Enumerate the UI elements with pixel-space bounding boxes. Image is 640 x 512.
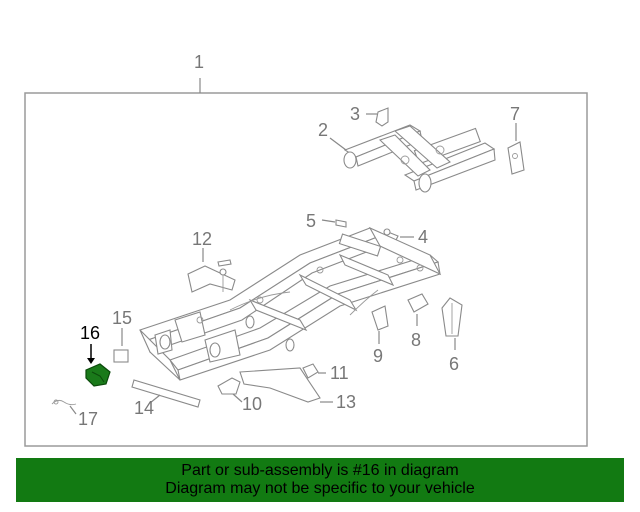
diagram-frame xyxy=(24,92,588,447)
arrow-head-16 xyxy=(87,358,95,364)
callout-7[interactable]: 7 xyxy=(510,104,520,124)
clip-17 xyxy=(51,399,77,406)
mount-7 xyxy=(507,141,525,175)
bolt-5 xyxy=(335,219,347,228)
callout-13[interactable]: 13 xyxy=(336,392,356,412)
nut-11 xyxy=(302,363,319,379)
callout-10[interactable]: 10 xyxy=(242,394,262,414)
tube-14 xyxy=(131,379,201,408)
bracket-10 xyxy=(217,377,241,395)
callout-3[interactable]: 3 xyxy=(350,104,360,124)
bracket-12 xyxy=(187,259,236,293)
callout-2[interactable]: 2 xyxy=(318,120,328,140)
callout-16[interactable]: 16 xyxy=(80,323,100,343)
banner-line-1: Part or sub-assembly is #16 in diagram xyxy=(181,462,459,479)
bracket-6 xyxy=(441,297,463,337)
banner-line-2: Diagram may not be specific to your vehi… xyxy=(165,480,475,497)
highlighted-part-16[interactable] xyxy=(85,363,111,387)
callout-6[interactable]: 6 xyxy=(449,354,459,374)
callout-4[interactable]: 4 xyxy=(418,227,428,247)
callout-9[interactable]: 9 xyxy=(373,346,383,366)
info-banner: Part or sub-assembly is #16 in diagram D… xyxy=(16,458,624,502)
crossmember-assembly xyxy=(343,124,496,193)
callout-1[interactable]: 1 xyxy=(194,52,204,72)
pad-15 xyxy=(113,349,129,363)
skid-plate-13 xyxy=(239,367,321,403)
callout-5[interactable]: 5 xyxy=(306,211,316,231)
callout-12[interactable]: 12 xyxy=(192,229,212,249)
bracket-8 xyxy=(407,293,429,313)
bracket-3 xyxy=(375,107,389,127)
callout-8[interactable]: 8 xyxy=(411,330,421,350)
callout-14[interactable]: 14 xyxy=(134,398,154,418)
callout-17[interactable]: 17 xyxy=(78,409,98,429)
callout-11[interactable]: 11 xyxy=(330,363,349,383)
callout-15[interactable]: 15 xyxy=(112,308,132,328)
main-frame xyxy=(139,226,442,381)
